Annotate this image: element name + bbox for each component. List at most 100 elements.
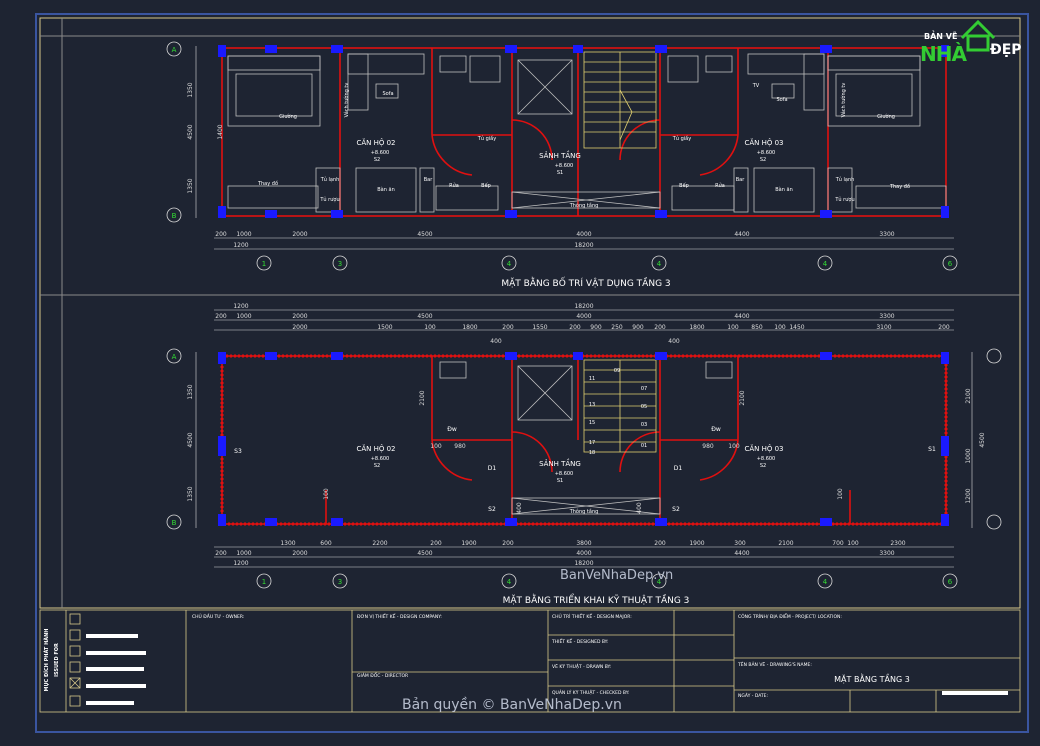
dimension-label: 200 — [654, 324, 666, 331]
checked-field: QUẢN LÝ KỸ THUẬT - CHECKED BY: — [552, 688, 629, 696]
room-label: Tủ giầy — [477, 134, 496, 142]
void-label: Thông tầng — [569, 507, 599, 515]
dimension-label: 100 — [728, 443, 740, 450]
dimension-label: 4000 — [576, 231, 591, 238]
grid-col-label: 6 — [948, 260, 953, 268]
dimension-label: 100 — [847, 540, 859, 547]
room-label: Bếp — [481, 182, 491, 189]
designed-field: THIẾT KẾ - DESIGNED BY: — [551, 637, 608, 645]
dimension-label: 4500 — [417, 550, 432, 557]
grid-col-label: 6 — [948, 578, 953, 586]
stair-step-number: 03 — [641, 422, 647, 428]
stair-step-number: 01 — [641, 443, 647, 449]
grid-row-label: A — [172, 46, 177, 54]
dimension-label: 100 — [727, 324, 739, 331]
dimension-label: 4000 — [576, 550, 591, 557]
dimension-label: 4500 — [979, 432, 986, 447]
dimension-label: 18200 — [574, 560, 593, 567]
dimension-label: 200 — [215, 231, 227, 238]
top-outer-wall — [221, 47, 947, 217]
dimension-label: 1350 — [187, 82, 194, 97]
dimension-label: 3300 — [879, 313, 894, 320]
grid-col-label: 4 — [657, 260, 662, 268]
dimension-label: 4400 — [734, 313, 749, 320]
lobby-label: SẢNH TẦNG — [539, 458, 581, 468]
room-label: Tủ giầy — [672, 134, 691, 142]
dimension-label: 2100 — [419, 390, 426, 405]
grid-row-label: A — [172, 353, 177, 361]
dimension-label: 3300 — [879, 231, 894, 238]
dimension-label: 1400 — [217, 124, 224, 139]
room-label: TV — [752, 83, 760, 89]
dimension-label: 2000 — [292, 550, 307, 557]
grid-col-label: 1 — [262, 260, 266, 268]
issue-title: MỤC ĐÍCH PHÁT HÀNH — [42, 629, 50, 692]
level-code: S2 — [760, 157, 766, 163]
lobby-label: SẢNH TẦNG — [539, 150, 581, 160]
dimension-label: 700 — [832, 540, 844, 547]
grid-col-label: 4 — [823, 260, 828, 268]
stair-step-number: 13 — [589, 402, 595, 408]
director-field: GIÁM ĐỐC - DIRECTOR — [357, 671, 408, 679]
room-label: Giường — [279, 113, 297, 120]
dimension-label: 100 — [424, 324, 436, 331]
dimension-label: 600 — [320, 540, 332, 547]
stair-step-number: 17 — [589, 440, 595, 446]
watermark-site: BanVeNhaDep.vn — [560, 568, 674, 583]
dimension-label: 400 — [516, 502, 523, 514]
dimension-label: 100 — [774, 324, 786, 331]
room-label: Sofa — [776, 97, 787, 103]
dimension-label: 1800 — [689, 324, 704, 331]
plan-title-bottom: MẶT BẰNG TRIỂN KHAI KỸ THUẬT TẦNG 3 — [503, 593, 690, 606]
dimension-label: 1000 — [965, 448, 972, 463]
dimension-label: 200 — [569, 324, 581, 331]
stair-step-number: 05 — [641, 404, 647, 410]
dimension-label: 400 — [636, 502, 643, 514]
level-code: S2 — [374, 157, 380, 163]
logo-top-text: BẢN VẼ — [924, 32, 958, 41]
drawing-name: MẶT BẰNG TẦNG 3 — [834, 672, 910, 685]
dimension-label: 200 — [502, 540, 514, 547]
grid-col-label: 4 — [657, 578, 662, 586]
dimension-label: 2300 — [890, 540, 905, 547]
room-label: Tủ rượu — [834, 196, 854, 203]
grid-col-label: 3 — [338, 578, 342, 586]
grid-row-label: B — [172, 519, 177, 527]
dimension-label: 300 — [734, 540, 746, 547]
dimension-label: 100 — [323, 488, 330, 500]
dimension-label: 1500 — [377, 324, 392, 331]
room-label: Thay đồ — [257, 179, 278, 187]
level-label: +8.600 — [371, 150, 390, 156]
dimension-label: 1350 — [187, 178, 194, 193]
dimension-label: 1900 — [689, 540, 704, 547]
dimension-label: 3800 — [576, 540, 591, 547]
room-label: Tủ rượu — [319, 196, 339, 203]
dimension-label: 1200 — [233, 303, 248, 310]
apartment-label: CĂN HỘ 02 — [356, 138, 395, 147]
dimension-label: 3300 — [879, 550, 894, 557]
room-label: Rửa — [715, 182, 725, 189]
dimension-label: 100 — [837, 488, 844, 500]
title-block — [39, 609, 1021, 713]
dimension-label: 980 — [702, 443, 714, 450]
dimension-label: 1350 — [187, 486, 194, 501]
dimension-label: 1200 — [233, 242, 248, 249]
stair-step-number: 07 — [641, 386, 647, 392]
room-label: Sofa — [382, 91, 393, 97]
level-label: +8.600 — [555, 471, 574, 477]
dimension-label: 18200 — [574, 242, 593, 249]
dimension-label: 4500 — [417, 231, 432, 238]
dimension-label: 1000 — [236, 313, 251, 320]
door-tag: S2 — [672, 506, 680, 513]
dimension-label: 200 — [938, 324, 950, 331]
dimension-label: 400 — [668, 338, 680, 345]
level-code: S2 — [374, 463, 380, 469]
level-label: +8.600 — [371, 456, 390, 462]
dimension-label: 100 — [430, 443, 442, 450]
apartment-label: CĂN HỘ 03 — [744, 138, 783, 147]
bottom-plan — [166, 309, 1002, 589]
grid-col-label: 4 — [823, 578, 828, 586]
dimension-label: 900 — [590, 324, 602, 331]
room-label: Tủ lạnh — [320, 176, 340, 183]
